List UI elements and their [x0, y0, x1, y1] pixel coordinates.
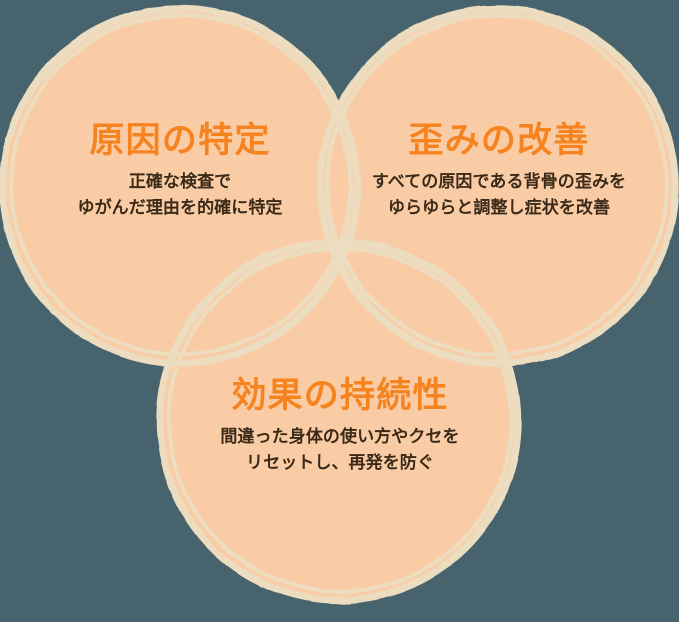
circle-outline-duration-sketch [160, 244, 516, 600]
circle-fills [4, 10, 674, 599]
circle-outlines [0, 5, 679, 604]
circle-outline-duration [156, 238, 522, 604]
circle-fill-duration [161, 243, 517, 599]
